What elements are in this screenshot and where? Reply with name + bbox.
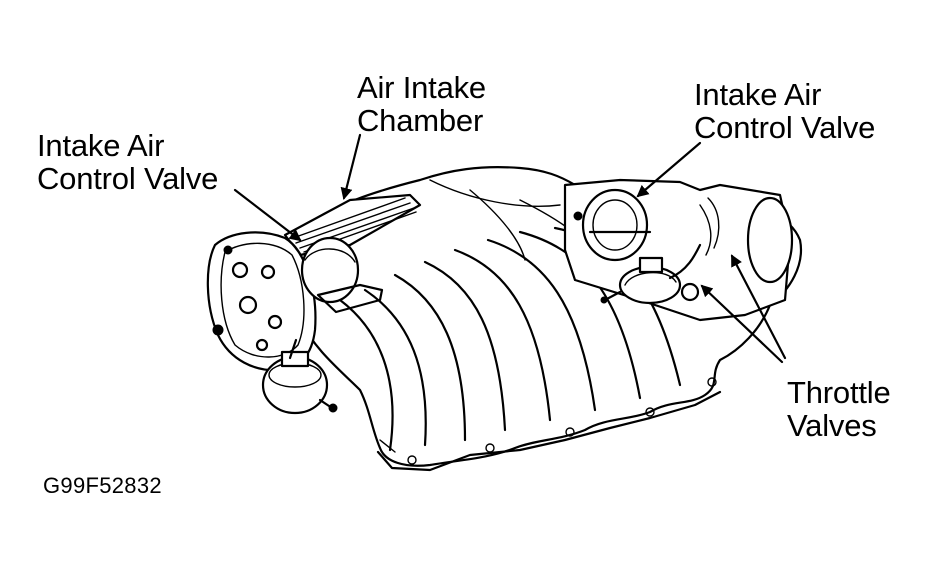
left-control-valve-label: Intake Air Control Valve — [37, 129, 218, 195]
arrow-air-intake-chamber — [340, 133, 362, 200]
manifold-flange — [376, 377, 722, 472]
right-control-valve-label-line1: Intake Air — [694, 77, 822, 112]
throttle-valves-label: Throttle Valves — [787, 376, 891, 442]
throttle-valves-label-line1: Throttle — [787, 375, 891, 410]
arrow-throttle-valve-2 — [730, 254, 787, 360]
left-control-valve-label-line2: Control Valve — [37, 161, 219, 196]
leader-arrows — [233, 133, 787, 364]
left-valve-assembly — [206, 231, 384, 415]
throttle-body — [563, 178, 794, 322]
air-intake-chamber-label-line1: Air Intake — [357, 70, 486, 105]
arrow-left-control-valve — [233, 188, 302, 242]
arrow-throttle-valve-1 — [700, 284, 784, 364]
figure-code: G99F52832 — [43, 473, 162, 498]
right-control-valve-label: Intake Air Control Valve — [694, 78, 875, 144]
throttle-valves-label-line2: Valves — [787, 408, 877, 443]
air-intake-chamber-label: Air Intake Chamber — [357, 71, 486, 137]
air-intake-chamber-label-line2: Chamber — [357, 103, 484, 138]
right-control-valve-label-line2: Control Valve — [694, 110, 876, 145]
left-control-valve-label-line1: Intake Air — [37, 128, 165, 163]
arrow-right-control-valve — [636, 141, 702, 198]
